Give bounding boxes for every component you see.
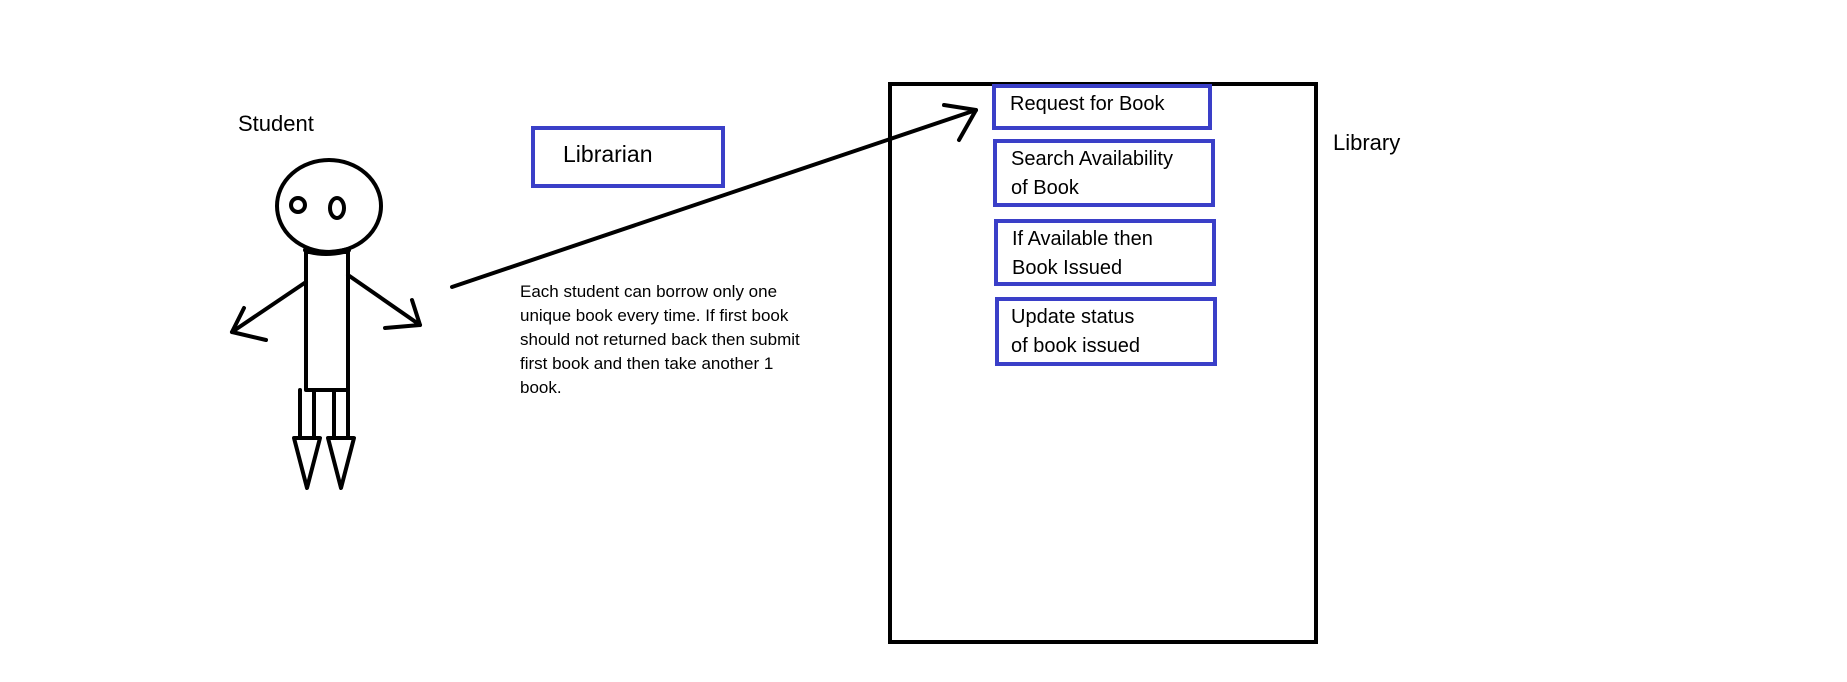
step-request-book: Request for Book <box>992 84 1212 130</box>
figure-right-eye <box>328 196 346 220</box>
figure-right-arm <box>346 273 422 327</box>
step-book-issued-line2: Book Issued <box>1012 257 1123 279</box>
request-arrow-head <box>942 103 978 142</box>
step-book-issued: If Available then Book Issued <box>994 219 1216 286</box>
step-search-availability-line1: Search Availability <box>1011 148 1173 170</box>
librarian-label: Librarian <box>563 141 653 167</box>
rule-note: Each student can borrow only one unique … <box>520 282 800 397</box>
actor-label: Student <box>238 111 314 136</box>
figure-right-leg <box>332 388 350 440</box>
step-update-status: Update status of book issued <box>995 297 1217 366</box>
figure-left-eye <box>289 196 307 214</box>
figure-left-foot <box>292 436 322 490</box>
figure-left-leg <box>298 388 316 440</box>
figure-right-foot <box>326 436 356 490</box>
figure-torso <box>304 250 350 392</box>
librarian-box: Librarian <box>531 126 725 188</box>
step-search-availability: Search Availability of Book <box>993 139 1215 207</box>
figure-right-hand <box>383 298 422 330</box>
step-update-status-line2: of book issued <box>1011 335 1140 357</box>
figure-left-hand <box>230 306 268 342</box>
step-update-status-line1: Update status <box>1011 306 1135 328</box>
library-label: Library <box>1333 130 1401 155</box>
step-book-issued-line1: If Available then <box>1012 228 1153 250</box>
step-request-book-line1: Request for Book <box>1010 93 1165 115</box>
figure-left-arm <box>230 280 308 334</box>
stick-figure <box>230 158 422 490</box>
step-search-availability-line2: of Book <box>1011 177 1079 199</box>
